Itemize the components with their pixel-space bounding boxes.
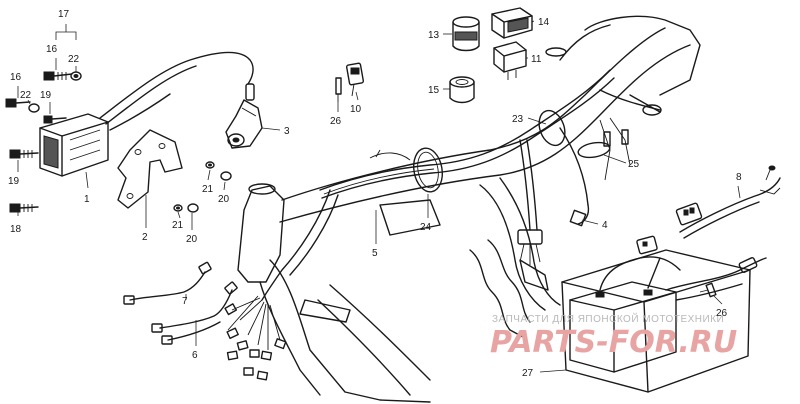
battery [569,281,677,373]
callout-18: 18 [10,224,22,235]
starter-relay-13 [452,16,480,52]
wire-8 [675,165,781,239]
washer-22b [28,103,40,113]
callout-15: 15 [428,85,440,96]
callout-24: 24 [420,222,432,233]
callout-21b: 21 [172,220,184,231]
front-connector-bundle [224,295,287,381]
leader-lines [17,20,741,373]
callout-labels: 17 16 22 16 22 19 19 18 1 2 3 21 20 21 2… [8,9,742,379]
callout-26b: 26 [716,308,728,319]
callout-17: 17 [58,9,70,20]
bolt-19a [43,115,67,124]
relay-14 [491,7,533,39]
terminal-26a [335,77,342,102]
callout-16b: 16 [10,72,22,83]
callout-27: 27 [522,368,534,379]
sub-harness-6 [151,281,238,345]
horn-grommet-15 [449,76,475,104]
callout-4: 4 [602,220,608,231]
callout-10: 10 [350,104,362,115]
callout-19a: 19 [40,90,52,101]
callout-7: 7 [182,296,188,307]
harness-band-24 [412,147,444,193]
callout-20a: 20 [218,194,230,205]
diode-10 [345,62,365,97]
callout-26a: 26 [330,116,342,127]
washer-22a [70,71,82,81]
spark-plug-cap [225,99,263,149]
bolt-18 [9,203,39,213]
coil-bracket [117,129,183,209]
callout-21a: 21 [202,184,214,195]
main-wire-harness [224,69,631,381]
nut-21a [205,161,215,169]
washer-20a [220,171,232,181]
watermark: ЗАПЧАСТИ ДЛЯ ЯПОНСКОЙ МОТОТЕХНИКИ PARTS-… [490,312,737,360]
callout-20b: 20 [186,234,198,245]
watermark-tagline: ЗАПЧАСТИ ДЛЯ ЯПОНСКОЙ МОТОТЕХНИКИ [492,312,724,325]
battery-cables [599,235,767,301]
callout-14: 14 [538,17,550,28]
bolt-16b [5,98,31,108]
nut-21b [173,204,183,212]
callout-1: 1 [84,194,90,205]
callout-2: 2 [142,232,148,243]
callout-25: 25 [628,159,640,170]
sub-harness-7 [123,261,212,305]
ignition-coil [39,51,255,177]
callout-8: 8 [736,172,742,183]
callout-5: 5 [372,248,378,259]
turn-signal-relay-11 [493,41,527,80]
frame [237,15,701,403]
callout-16a: 16 [46,44,58,55]
callout-22a: 22 [68,54,80,65]
callout-6: 6 [192,350,198,361]
washer-20b [187,203,199,213]
terminal-26b [699,282,717,298]
callout-22b: 22 [20,90,32,101]
bolt-19b [9,149,39,159]
harness-band-25 [577,141,611,159]
callout-13: 13 [428,30,440,41]
callout-23: 23 [512,114,524,125]
harness-band-23 [538,109,566,147]
callout-11: 11 [531,54,542,65]
bolt-16 [43,71,73,81]
watermark-brand: PARTS-FOR.RU [490,325,737,360]
callout-3: 3 [284,126,290,137]
callout-19b: 19 [8,176,20,187]
